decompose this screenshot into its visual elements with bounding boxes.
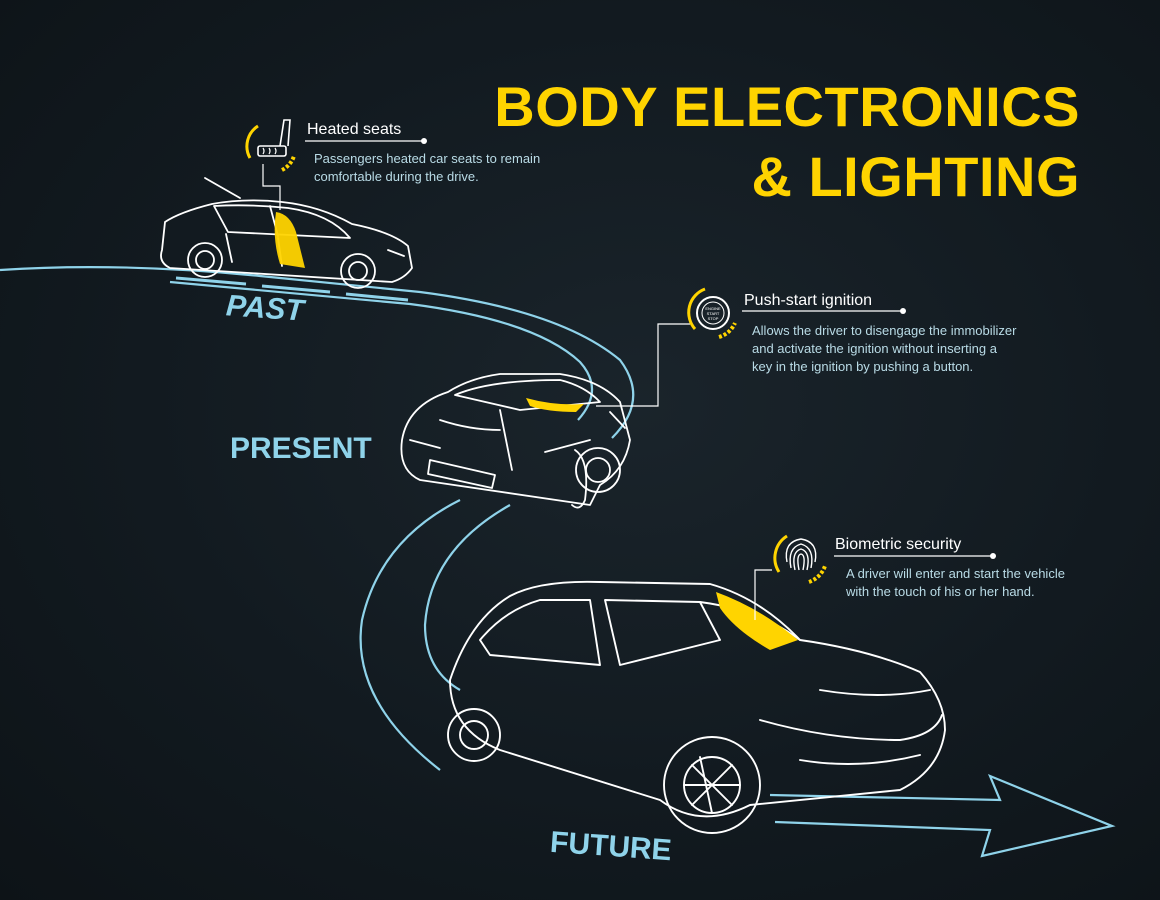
feature-title-biometric: Biometric security (835, 536, 962, 553)
push-start-button-text-1: ENGINE (705, 306, 721, 311)
present-car (400, 373, 631, 509)
push-start-button-icon: ENGINE START STOP (687, 287, 737, 339)
road-line-past-outer (0, 265, 635, 439)
feature-desc-biometric-line-1: A driver will enter and start the vehicl… (846, 566, 1065, 581)
road-line-present-right (423, 504, 511, 691)
push-start-button-text-3: STOP (708, 316, 719, 321)
era-label-past: PAST (224, 289, 305, 328)
fingerprint-icon (773, 534, 827, 584)
connector-dots (421, 138, 996, 559)
road-line-past-inner (169, 280, 594, 421)
feature-desc-heated-seats-line-2: comfortable during the drive. (314, 169, 479, 184)
feature-desc-push-start-line-2: and activate the ignition without insert… (752, 341, 997, 356)
timeline-road (0, 265, 1116, 858)
feature-desc-biometric-line-2: with the touch of his or her hand. (846, 584, 1035, 599)
past-car-seat-highlight (274, 212, 305, 268)
feature-desc-push-start-line-1: Allows the driver to disengage the immob… (752, 323, 1017, 338)
present-car-dashboard-highlight (526, 398, 584, 412)
road-arrow (769, 773, 1116, 858)
future-car (447, 580, 946, 834)
title-line-2: & LIGHTING (751, 145, 1080, 208)
connector-lines (262, 140, 993, 620)
feature-desc-heated-seats-line-1: Passengers heated car seats to remain (314, 151, 541, 166)
road-line-present-left (359, 499, 461, 771)
feature-title-push-start: Push-start ignition (744, 292, 873, 309)
title-line-1: BODY ELECTRONICS (494, 75, 1080, 138)
push-start-button-text-2: START (707, 311, 720, 316)
era-label-present: PRESENT (230, 432, 372, 465)
feature-title-heated-seats: Heated seats (307, 121, 402, 138)
feature-desc-push-start-line-3: key in the ignition by pushing a button. (752, 359, 974, 374)
future-car-windshield-highlight (716, 592, 798, 650)
road-dash-marks (175, 276, 409, 302)
heated-seat-icon (245, 119, 296, 172)
page-title: BODY ELECTRONICS & LIGHTING (494, 72, 1080, 212)
